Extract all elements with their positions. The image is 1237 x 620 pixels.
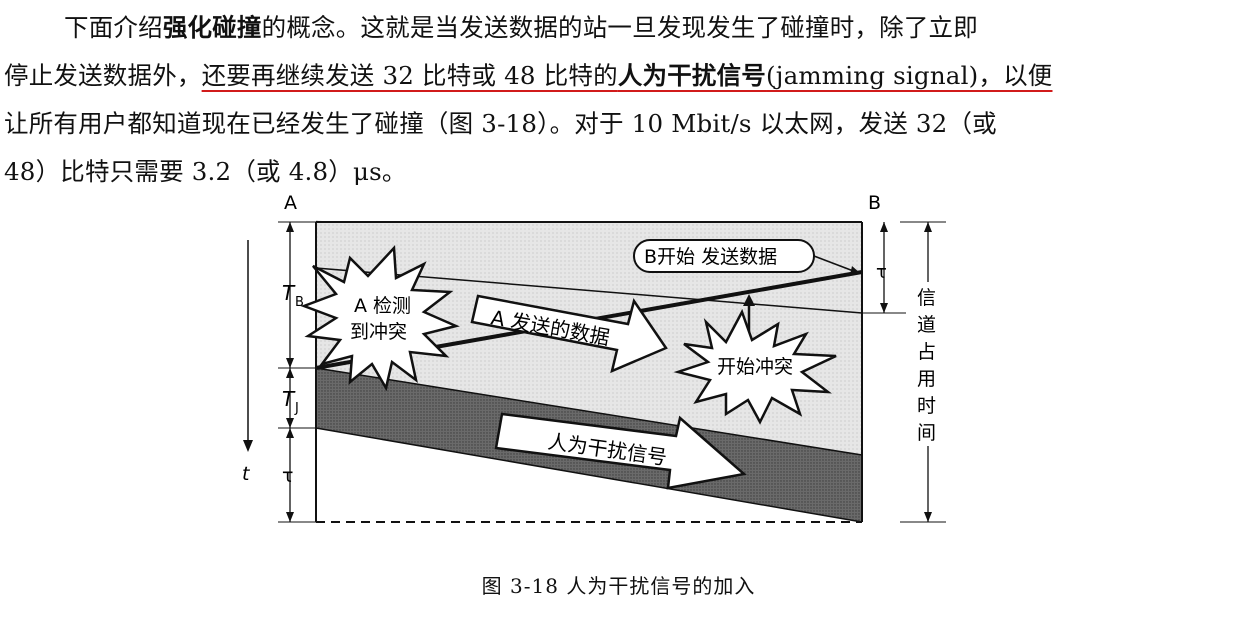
paragraph-line-4: 48）比特只需要 3.2（或 4.8）μs。 (4, 157, 407, 186)
text-run: 下面介绍 (64, 13, 163, 42)
channel-time-char-4: 用 (917, 368, 936, 390)
text-run: 的概念。这就是当发送数据的站一旦发现发生了碰撞时，除了立即 (261, 13, 978, 42)
text-run: 还要再继续发送 32 比特或 48 比特的 (201, 61, 618, 90)
channel-time-char-6: 间 (917, 422, 936, 444)
channel-time-char-5: 时 (917, 395, 936, 417)
a-detect-collision-burst: A 检测 到冲突 (300, 245, 460, 392)
burst-a-line-2: 到冲突 (350, 321, 407, 343)
start-collision-burst: 开始冲突 (673, 308, 837, 425)
b-start-callout-label: B开始 发送数据 (644, 246, 777, 268)
tj-subscript: J (294, 401, 299, 416)
channel-time-char-3: 占 (917, 341, 936, 363)
left-measurements: T B T J τ (278, 221, 316, 523)
text-run: (jamming signal)，以便 (766, 61, 1053, 90)
red-underlined-text: 还要再继续发送 32 比特或 48 比特的人为干扰信号(jamming sign… (202, 61, 1053, 90)
tau-left-label: τ (282, 465, 293, 487)
tj-label: T (282, 387, 296, 411)
time-axis: t (242, 240, 253, 485)
b-start-callout: B开始 发送数据 (633, 239, 860, 275)
text-run: 停止发送数据外， (4, 61, 202, 90)
bold-term-reinforced-collision: 强化碰撞 (162, 13, 262, 42)
burst-collision-label: 开始冲突 (717, 356, 793, 378)
burst-a-line-1: A 检测 (354, 295, 411, 317)
station-b-label: B (868, 192, 881, 214)
bold-term-jamming-signal: 人为干扰信号 (617, 61, 767, 90)
channel-time-char-1: 信 (917, 287, 936, 309)
figure-caption: 图 3-18 人为干扰信号的加入 (481, 574, 756, 598)
paragraph-line-2: 停止发送数据外，还要再继续发送 32 比特或 48 比特的人为干扰信号(jamm… (4, 52, 1230, 100)
body-paragraph: 下面介绍强化碰撞的概念。这就是当发送数据的站一旦发现发生了碰撞时，除了立即 停止… (4, 4, 1230, 196)
tb-subscript: B (295, 295, 304, 310)
station-a-label: A (284, 192, 297, 214)
right-measurements: τ 信 道 占 用 时 间 (862, 221, 946, 523)
paragraph-line-3: 让所有用户都知道现在已经发生了碰撞（图 3-18）。对于 10 Mbit/s 以… (4, 109, 997, 138)
tau-right-label: τ (876, 262, 887, 283)
time-axis-label: t (242, 463, 251, 485)
tb-label: T (282, 281, 296, 305)
paragraph-line-1: 下面介绍强化碰撞的概念。这就是当发送数据的站一旦发现发生了碰撞时，除了立即 (4, 4, 1230, 52)
channel-time-char-2: 道 (917, 314, 936, 336)
